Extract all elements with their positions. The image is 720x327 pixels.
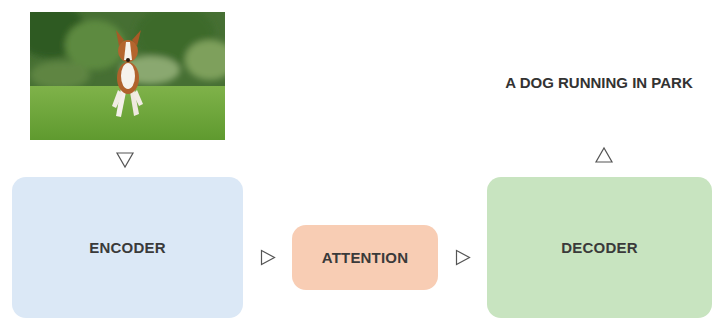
- output-caption: A DOG RUNNING IN PARK: [478, 74, 720, 91]
- process-box: ENCODER: [12, 177, 243, 318]
- box-label: ENCODER: [89, 239, 165, 256]
- flow-arrow: [243, 257, 292, 258]
- dog-nose: [126, 58, 130, 62]
- process-box: ATTENTION: [292, 225, 438, 290]
- up-arrowhead: [596, 148, 612, 162]
- dog-blaze: [124, 42, 132, 60]
- dog-head: [118, 40, 138, 62]
- tree-blur: [65, 20, 125, 70]
- down-arrowhead: [117, 153, 133, 167]
- process-box: DECODER: [487, 177, 712, 318]
- box-label: ATTENTION: [322, 249, 409, 266]
- dog-leg: [133, 90, 143, 106]
- dog-chest: [121, 63, 135, 89]
- box-label: DECODER: [561, 239, 637, 256]
- tree-blur: [30, 61, 90, 89]
- blurred-trees: [30, 12, 225, 89]
- flow-arrow: [438, 257, 487, 258]
- dog-body: [117, 62, 139, 94]
- tree-blur: [185, 40, 225, 80]
- grass: [30, 86, 225, 140]
- dog-leg: [112, 90, 123, 108]
- dog-photo: [30, 12, 225, 140]
- dog: [112, 30, 143, 117]
